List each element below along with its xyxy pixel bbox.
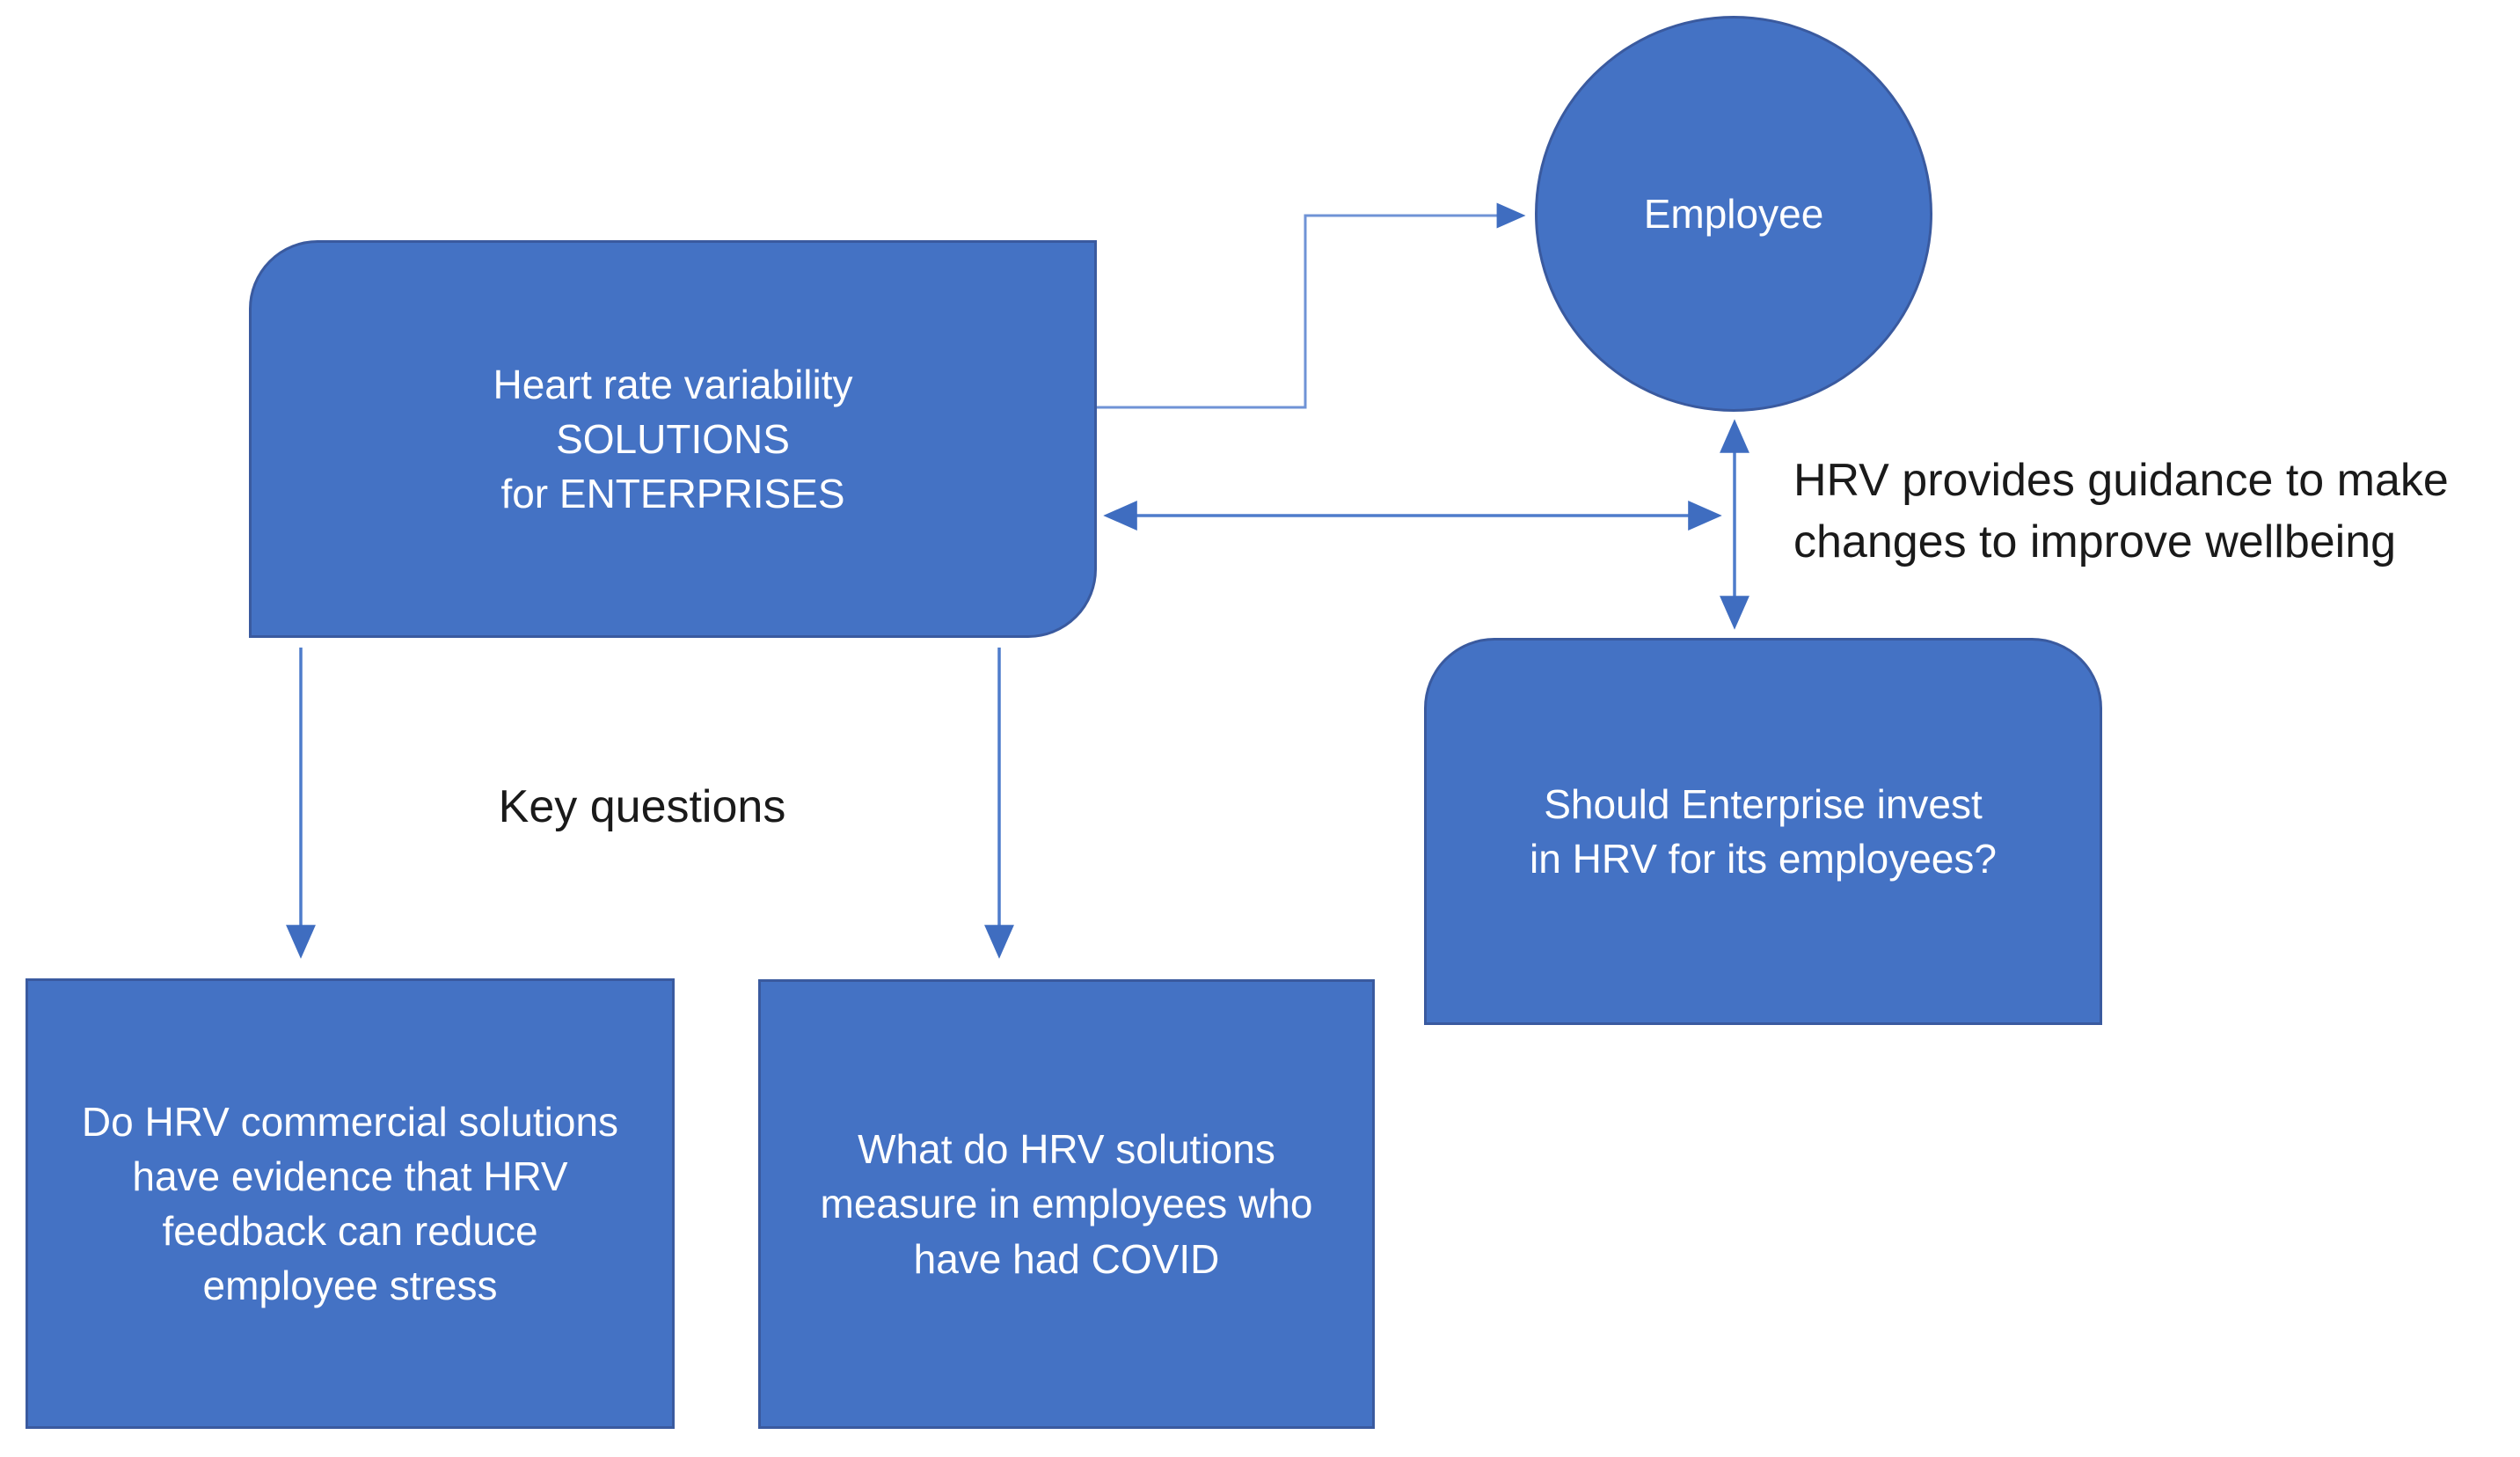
node-question-covid: What do HRV solutions measure in employe… — [758, 979, 1375, 1429]
node-question-stress: Do HRV commercial solutions have evidenc… — [26, 978, 675, 1429]
node-enterprise-invest: Should Enterprise invest in HRV for its … — [1424, 638, 2102, 1025]
label-key-questions: Key questions — [498, 781, 786, 832]
node-employee: Employee — [1535, 16, 1932, 412]
connector-solutions-to-employee-elbow — [1097, 202, 1526, 409]
node-hrv-solutions: Heart rate variability SOLUTIONS for ENT… — [249, 240, 1097, 638]
label-hrv-guidance: HRV provides guidance to make changes to… — [1793, 455, 2449, 568]
